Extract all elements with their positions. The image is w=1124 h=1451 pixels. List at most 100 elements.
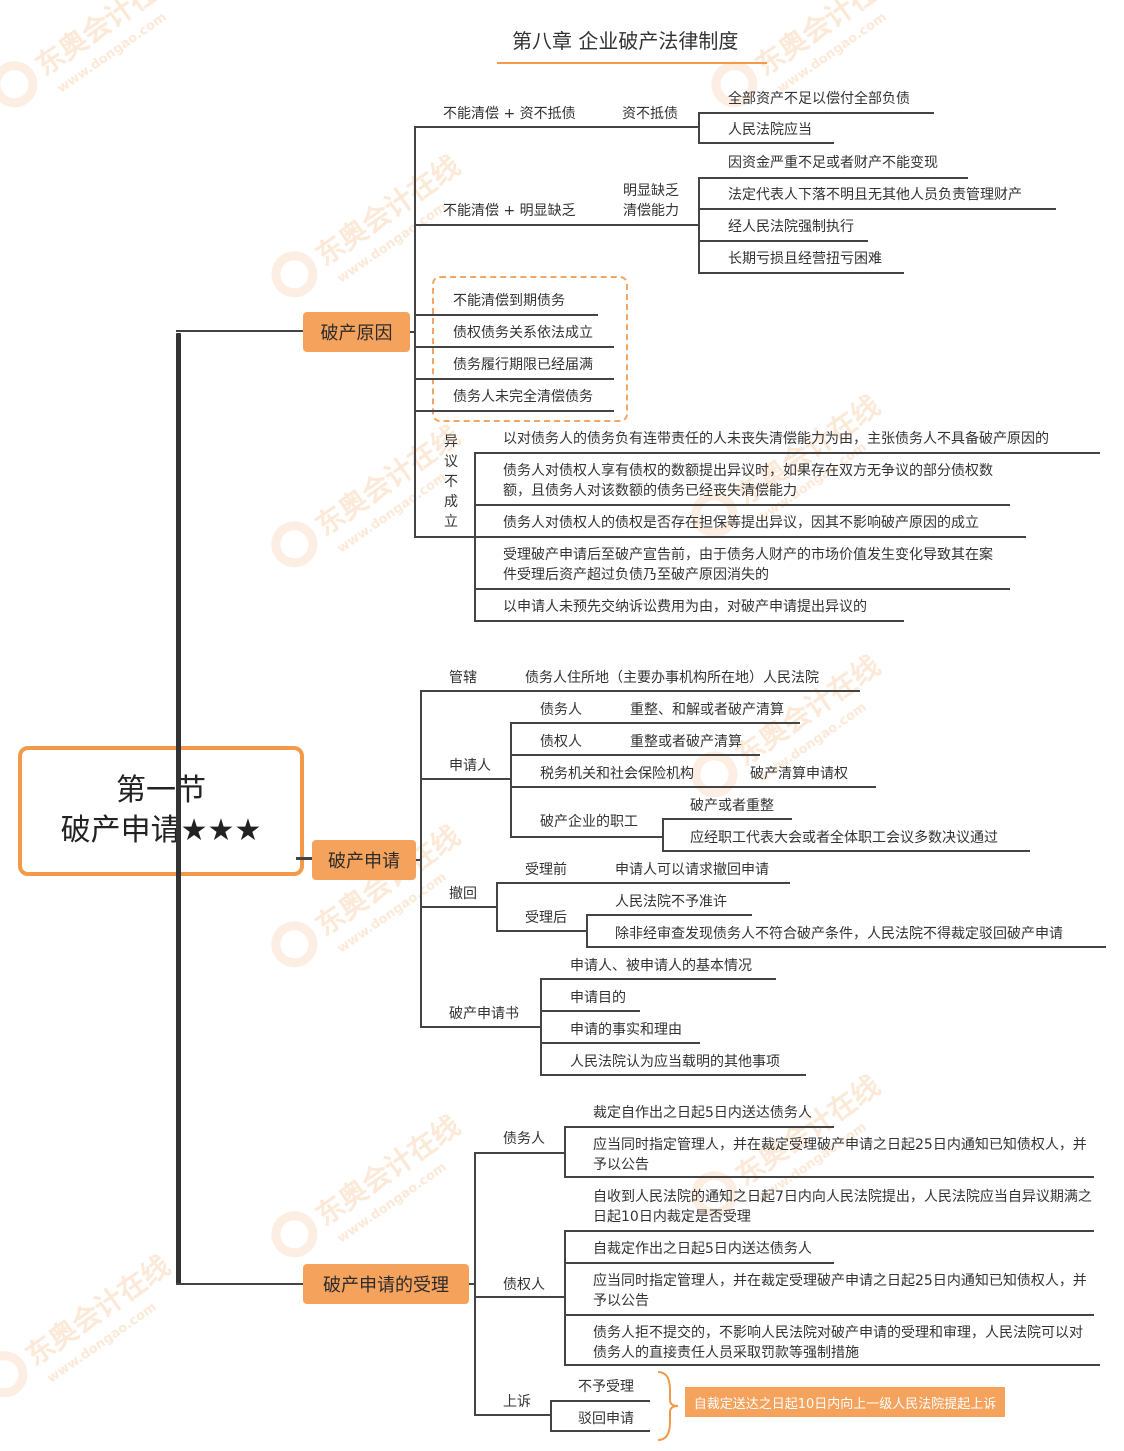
s2-withdraw-before: 受理前 xyxy=(525,862,567,878)
s1-b-mid2: 清偿能力 xyxy=(623,203,679,219)
s1-a-item-line xyxy=(698,112,934,114)
s2-staff-vertical xyxy=(662,818,664,852)
s1-d-item-line xyxy=(474,620,904,622)
s1-d-item: 债务人对债权人享有债权的数额提出异议时，如果存在双方无争议的部分债权数额，且债务… xyxy=(503,463,993,499)
root-connector xyxy=(296,857,318,860)
spine-curve-bottom xyxy=(176,1283,304,1285)
s3-creditor-item-line xyxy=(564,1364,1100,1366)
s3-debtor-item: 应当同时指定管理人，并在裁定受理破产申请之日起25日内通知已知债权人，并予以公告 xyxy=(593,1137,1087,1173)
s2-applicant-line xyxy=(420,778,510,780)
s2-withdraw-after-item-line xyxy=(586,946,1106,948)
s3-appeal-item: 不予受理 xyxy=(578,1379,634,1395)
s2-doc-item: 申请的事实和理由 xyxy=(570,1022,682,1038)
root-line2: 破产申请★★★ xyxy=(60,813,262,848)
s1-b-item: 因资金严重不足或者财产不能变现 xyxy=(728,155,938,171)
s1-d-item: 以申请人未预先交纳诉讼费用为由，对破产申请提出异议的 xyxy=(503,599,867,615)
s1-b-item-line xyxy=(698,177,968,179)
s3-appeal-item-line xyxy=(550,1430,650,1432)
appeal-brace xyxy=(657,1371,679,1441)
s3-creditor-label: 债权人 xyxy=(503,1277,545,1293)
s1-b-item-line xyxy=(698,272,904,274)
title-underline xyxy=(497,62,767,64)
s2-staff-item-line xyxy=(662,850,1030,852)
appeal-note: 自裁定送达之日起10日内向上一级人民法院提起上诉 xyxy=(685,1387,1005,1417)
s1-b-mid1: 明显缺乏 xyxy=(623,183,679,199)
s2-withdraw-after-value: 人民法院不予准许 xyxy=(615,894,727,910)
s1-d-item: 受理破产申请后至破产宣告前，由于债务人财产的市场价值发生变化导致其在案件受理后资… xyxy=(503,547,993,583)
s3-creditor-item: 自裁定作出之日起5日内送达债务人 xyxy=(593,1241,812,1257)
s2-applicant-what: 重整、和解或者破产清算 xyxy=(630,702,784,718)
s2-applicant-row-line xyxy=(510,722,800,724)
s1-b-label: 不能清偿 + 明显缺乏 xyxy=(443,203,576,219)
s1-c-line xyxy=(414,378,614,380)
s3-appeal-line xyxy=(474,1414,550,1416)
s1-b-item: 法定代表人下落不明且无其他人员负责管理财产 xyxy=(728,187,1022,203)
s1-b-item: 经人民法院强制执行 xyxy=(728,219,854,235)
s2-jurisdiction-label: 管辖 xyxy=(449,670,477,686)
s2-withdraw-after: 受理后 xyxy=(525,910,567,926)
s1-b-item-line xyxy=(698,240,868,242)
s1-c-item: 不能清偿到期债务 xyxy=(453,293,565,309)
s2-doc-line xyxy=(420,1026,540,1028)
s1-a-mid: 资不抵债 xyxy=(622,106,678,122)
s1-c-line xyxy=(414,314,598,316)
s3-creditor-item-line xyxy=(564,1262,834,1264)
s1-c-item: 债务人未完全清偿债务 xyxy=(453,389,593,405)
s3-creditor-item: 应当同时指定管理人，并在裁定受理破产申请之日起25日内通知已知债权人，并予以公告 xyxy=(593,1273,1087,1309)
s3-debtor-line xyxy=(474,1152,564,1154)
s1-vertical xyxy=(414,128,416,538)
s3-creditor-line xyxy=(474,1296,564,1298)
s1-b-line xyxy=(414,224,698,226)
s1-a-label: 不能清偿 + 资不抵债 xyxy=(443,106,576,122)
s3-debtor-item-line xyxy=(564,1126,834,1128)
s2-applicant-who: 债权人 xyxy=(540,734,582,750)
s2-staff-item-line xyxy=(662,818,792,820)
s2-applicant-row-line xyxy=(510,786,876,788)
s2-withdraw-before-value: 申请人可以请求撤回申请 xyxy=(615,862,769,878)
s2-doc-item: 申请目的 xyxy=(570,990,626,1006)
spine-curve-top xyxy=(176,330,304,332)
s2-withdraw-after-vertical xyxy=(586,914,588,948)
s3-debtor-item-line xyxy=(564,1176,1094,1178)
s2-doc-item-line xyxy=(540,978,776,980)
s2-doc-item-line xyxy=(540,1010,640,1012)
s2-applicant-what: 重整或者破产清算 xyxy=(630,734,742,750)
s1-d-item-line xyxy=(474,452,1100,454)
s3-appeal-vertical xyxy=(550,1400,552,1432)
s1-d-item-line xyxy=(474,588,1010,590)
s1-a-item-line xyxy=(698,142,834,144)
s2-stub xyxy=(416,859,422,861)
s1-b-item-line xyxy=(698,208,1056,210)
s2-applicant-what: 破产清算申请权 xyxy=(750,766,848,782)
s3-appeal-item-line xyxy=(550,1400,650,1402)
s1-a-item: 人民法院应当 xyxy=(728,122,812,138)
main-spine xyxy=(176,333,181,1284)
s1-b-vertical xyxy=(698,177,700,273)
s2-applicant-who: 税务机关和社会保险机构 xyxy=(540,766,694,782)
s1-d-item-line xyxy=(474,504,1010,506)
s2-withdraw-before-line xyxy=(496,882,790,884)
s3-creditor-item: 自收到人民法院的通知之日起7日内向人民法院提出，人民法院应当自异议期满之日起10… xyxy=(593,1189,1092,1225)
elements-group xyxy=(432,276,628,422)
node-bankruptcy-application: 破产申请 xyxy=(312,840,416,880)
s2-withdraw-label: 撤回 xyxy=(449,886,477,902)
s1-d-label: 异 议 不 成 立 xyxy=(444,434,458,530)
s3-vertical xyxy=(474,1154,476,1416)
s2-jurisdiction-value: 债务人住所地（主要办事机构所在地）人民法院 xyxy=(525,670,819,686)
s1-stub xyxy=(410,331,416,333)
root-line1: 第一节 xyxy=(116,773,206,808)
s3-creditor-item-line xyxy=(564,1314,1094,1316)
s2-doc-item-line xyxy=(540,1074,806,1076)
s1-a-item: 全部资产不足以偿付全部负债 xyxy=(728,91,910,107)
s1-a-vertical xyxy=(698,112,700,144)
s3-debtor-item: 裁定自作出之日起5日内送达债务人 xyxy=(593,1105,812,1121)
s3-debtor-label: 债务人 xyxy=(503,1131,545,1147)
s2-applicant-who: 债务人 xyxy=(540,702,582,718)
s3-appeal-label: 上诉 xyxy=(503,1394,531,1410)
s3-creditor-vertical xyxy=(564,1230,566,1366)
s1-c-item: 债务履行期限已经届满 xyxy=(453,357,593,373)
s1-b-item: 长期亏损且经营扭亏困难 xyxy=(728,251,882,267)
